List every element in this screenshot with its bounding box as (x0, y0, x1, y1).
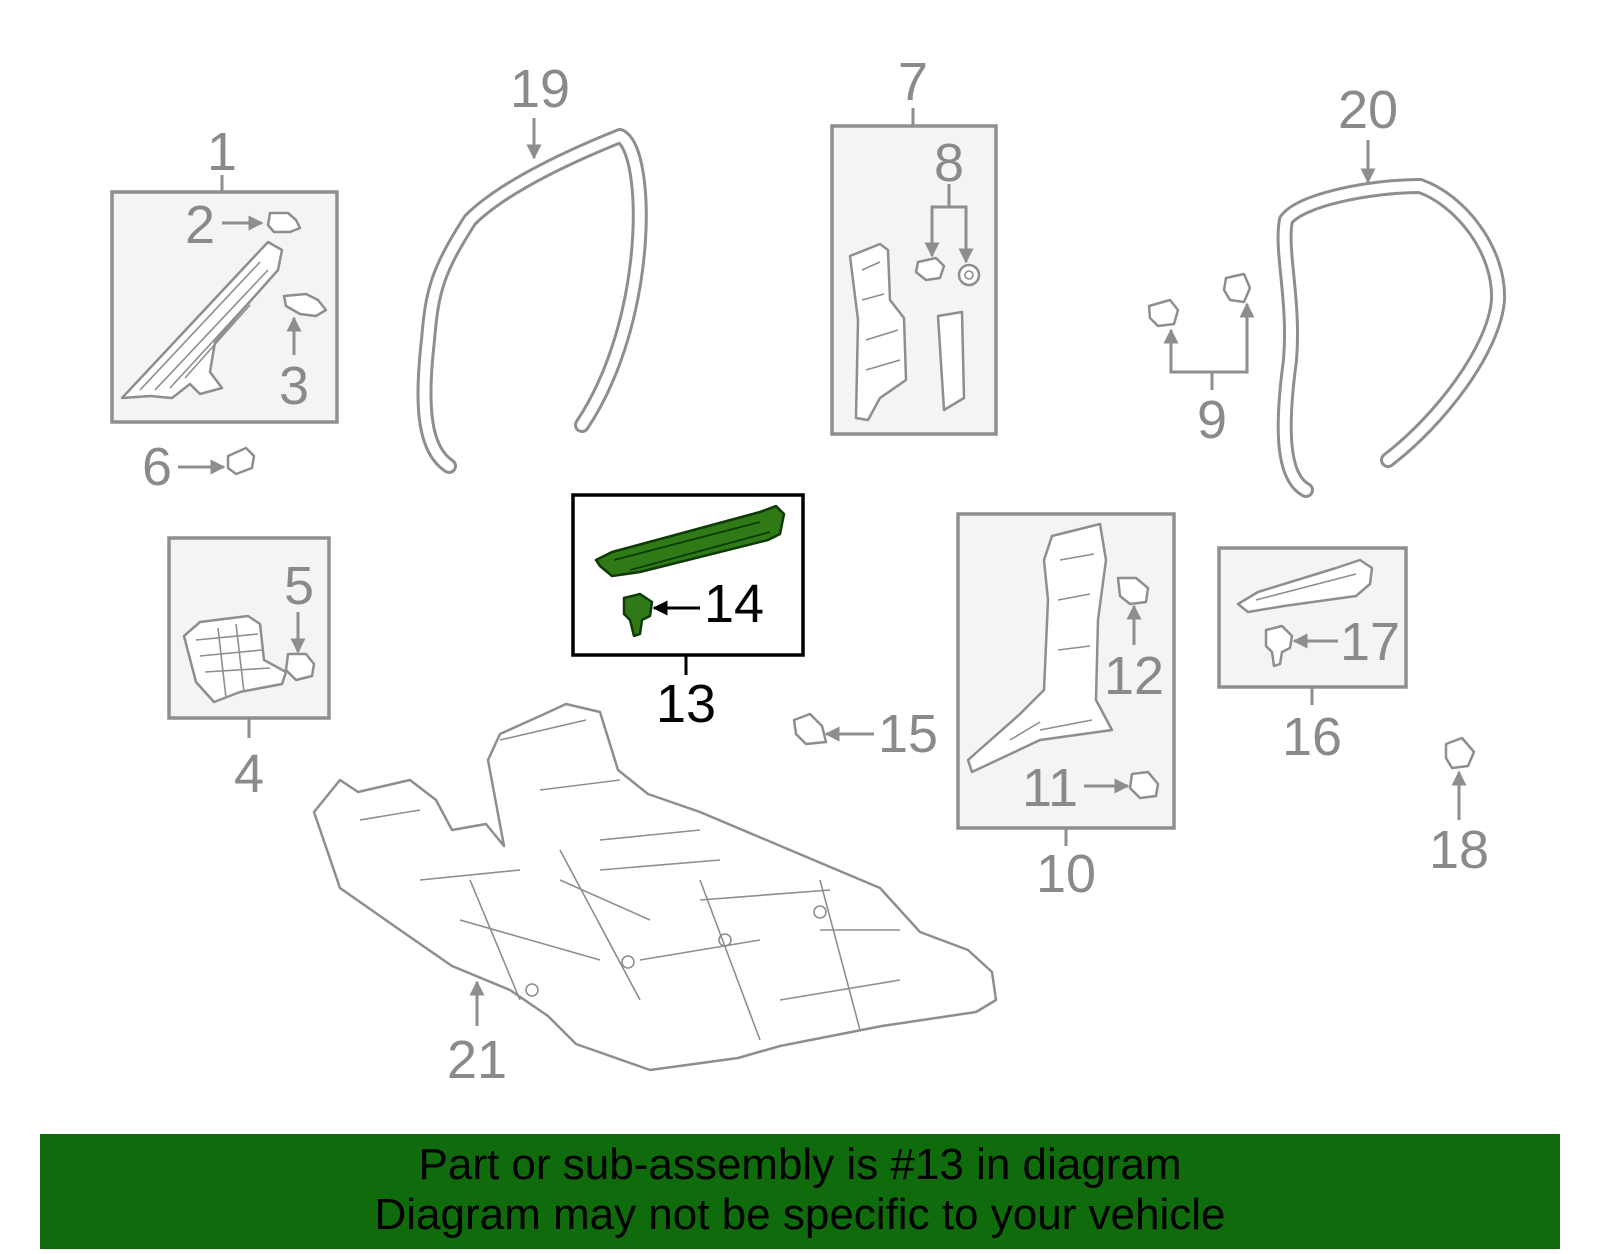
clip-14-icon (622, 592, 654, 638)
callout-3: 3 (279, 356, 309, 416)
callout-7: 7 (898, 52, 928, 112)
callout-20: 20 (1338, 80, 1398, 140)
part-group-10 (956, 512, 1176, 846)
clip-15-icon (792, 712, 828, 746)
callout-2: 2 (185, 195, 215, 255)
callout-5: 5 (284, 556, 314, 616)
door-weatherstrip-19 (416, 118, 648, 474)
part-group-4 (167, 536, 331, 738)
part-group-13 (571, 493, 805, 675)
arrow-8b (949, 205, 974, 264)
callout-16: 16 (1282, 707, 1342, 767)
callout-labels: 1 2 3 4 5 6 7 8 9 10 11 12 13 14 15 16 1… (142, 52, 1489, 1090)
callout-12: 12 (1104, 646, 1164, 706)
callout-18: 18 (1429, 820, 1489, 880)
callout-10: 10 (1036, 844, 1096, 904)
clip-9b-icon (1222, 272, 1252, 304)
part-group-7 (830, 108, 998, 436)
arrow-9b (1212, 302, 1255, 374)
clip-17-icon (1264, 624, 1294, 668)
floor-carpet-21 (312, 702, 998, 1072)
clip-6-icon (226, 446, 256, 476)
part-group-15 (792, 712, 874, 746)
banner-line-2: Diagram may not be specific to your vehi… (374, 1190, 1226, 1239)
part-group-16 (1217, 546, 1408, 705)
clip-9a-icon (1147, 298, 1180, 328)
rear-pillar-garnish (966, 522, 1114, 774)
clip-18-icon (1444, 736, 1476, 770)
clip-2-icon (266, 211, 302, 234)
banner-line-1: Part or sub-assembly is #13 in diagram (418, 1140, 1182, 1189)
clip-5-icon (284, 652, 316, 682)
part-group-18 (1444, 736, 1476, 820)
arrow-8a (924, 184, 951, 258)
clip-12-icon (1116, 576, 1150, 606)
callout-4: 4 (234, 744, 264, 804)
callout-1: 1 (207, 122, 237, 182)
callout-21: 21 (447, 1030, 507, 1090)
info-banner: Part or sub-assembly is #13 in diagram D… (40, 1134, 1560, 1249)
clip-8-icon (914, 256, 946, 282)
center-pillar-garnish (848, 242, 908, 422)
callout-11: 11 (1022, 758, 1078, 818)
washer-8-icon (957, 263, 981, 287)
door-weatherstrip-20 (1276, 140, 1507, 498)
part-box-13 (571, 493, 805, 657)
callout-8: 8 (934, 133, 964, 193)
floor-carpet (312, 702, 998, 1072)
clip-11-icon (1128, 770, 1160, 800)
callout-13: 13 (656, 674, 716, 734)
callout-9: 9 (1197, 390, 1227, 450)
pillar-pad (936, 310, 966, 412)
part-group-9 (1147, 272, 1255, 390)
part-group-1 (110, 175, 339, 476)
cowl-side-trim (182, 614, 288, 704)
clip-3-icon (282, 292, 328, 318)
callout-19: 19 (510, 59, 570, 119)
callout-15: 15 (878, 704, 938, 764)
callout-6: 6 (142, 437, 172, 497)
callout-17: 17 (1340, 612, 1400, 672)
rear-scuff-plate (1236, 558, 1374, 614)
arrow-9a (1163, 328, 1214, 390)
callout-14: 14 (704, 574, 764, 634)
part-box-16 (1217, 546, 1408, 689)
